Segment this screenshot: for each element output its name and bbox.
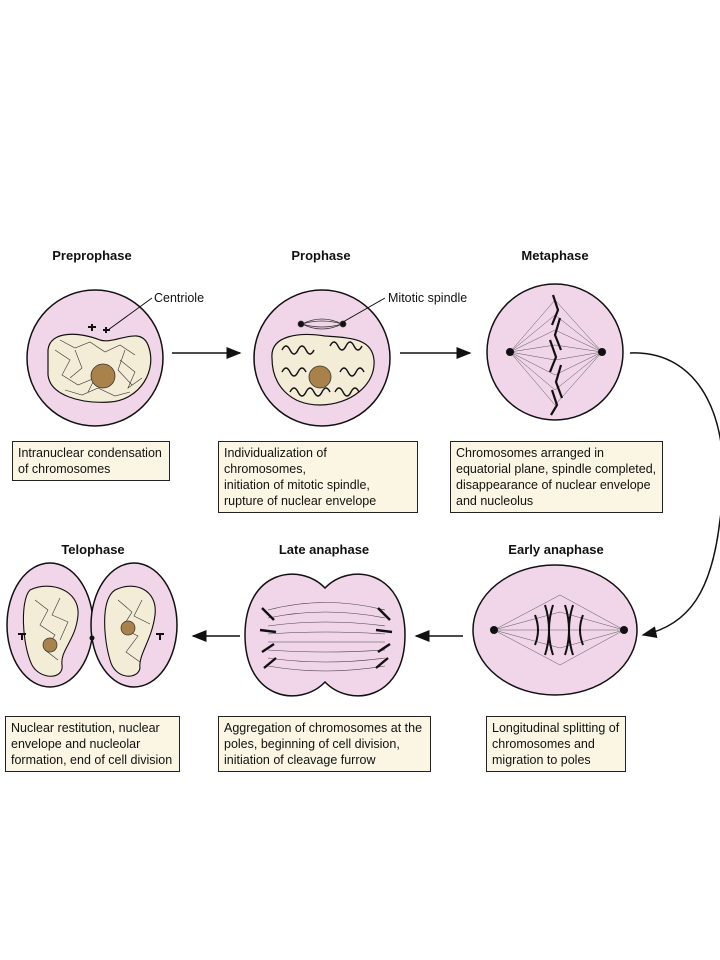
early-anaphase-pole-left bbox=[490, 626, 498, 634]
description-preprophase: Intranuclear condensation of chromosomes bbox=[12, 441, 170, 481]
preprophase-cell bbox=[26, 289, 164, 427]
metaphase-pole-left bbox=[506, 348, 514, 356]
description-telophase: Nuclear restitution, nuclear envelope an… bbox=[5, 716, 180, 772]
telophase-centrioles bbox=[18, 633, 164, 640]
separating-chromatids bbox=[534, 604, 584, 656]
spindle-leader-line bbox=[342, 297, 386, 323]
midbody bbox=[89, 635, 95, 641]
centriole-leader-line bbox=[107, 297, 153, 331]
description-early-anaphase: Longitudinal splitting of chromosomes an… bbox=[486, 716, 626, 772]
arrow-metaphase-to-early-anaphase bbox=[629, 352, 720, 639]
early-anaphase-cell bbox=[472, 564, 638, 696]
title-metaphase: Metaphase bbox=[521, 248, 589, 263]
title-late-anaphase: Late anaphase bbox=[278, 542, 370, 557]
telophase-nucleolus-left bbox=[42, 637, 58, 653]
preprophase-nucleolus bbox=[90, 363, 116, 389]
telophase-nucleolus-right bbox=[120, 620, 136, 636]
early-anaphase-pole-right bbox=[620, 626, 628, 634]
metaphase-pole-right bbox=[598, 348, 606, 356]
metaphase-chromosomes bbox=[548, 294, 564, 416]
description-prophase: Individualization of chromosomes, initia… bbox=[218, 441, 418, 513]
late-anaphase-cell bbox=[244, 573, 406, 697]
telophase-cells bbox=[6, 562, 178, 688]
description-late-anaphase: Aggregation of chromosomes at the poles,… bbox=[218, 716, 431, 772]
late-anaphase-chromosome-clusters bbox=[259, 607, 393, 669]
sequence-arrows bbox=[172, 347, 720, 642]
prophase-chromosomes bbox=[281, 341, 365, 397]
metaphase-spindle bbox=[509, 299, 603, 406]
prophase-cell bbox=[253, 289, 391, 427]
mitotic-spindle-label: Mitotic spindle bbox=[388, 291, 468, 305]
metaphase-cell bbox=[486, 283, 624, 421]
late-anaphase-spindle-fibers bbox=[267, 602, 386, 672]
early-anaphase-spindle bbox=[493, 594, 625, 666]
title-early-anaphase: Early anaphase bbox=[508, 542, 604, 557]
centriole-label: Centriole bbox=[154, 291, 205, 305]
title-prophase: Prophase bbox=[291, 248, 351, 263]
prophase-nucleolus bbox=[308, 365, 332, 389]
prophase-spindle bbox=[297, 318, 347, 330]
title-preprophase: Preprophase bbox=[52, 248, 132, 263]
description-metaphase: Chromosomes arranged in equatorial plane… bbox=[450, 441, 663, 513]
title-telophase: Telophase bbox=[61, 542, 125, 557]
